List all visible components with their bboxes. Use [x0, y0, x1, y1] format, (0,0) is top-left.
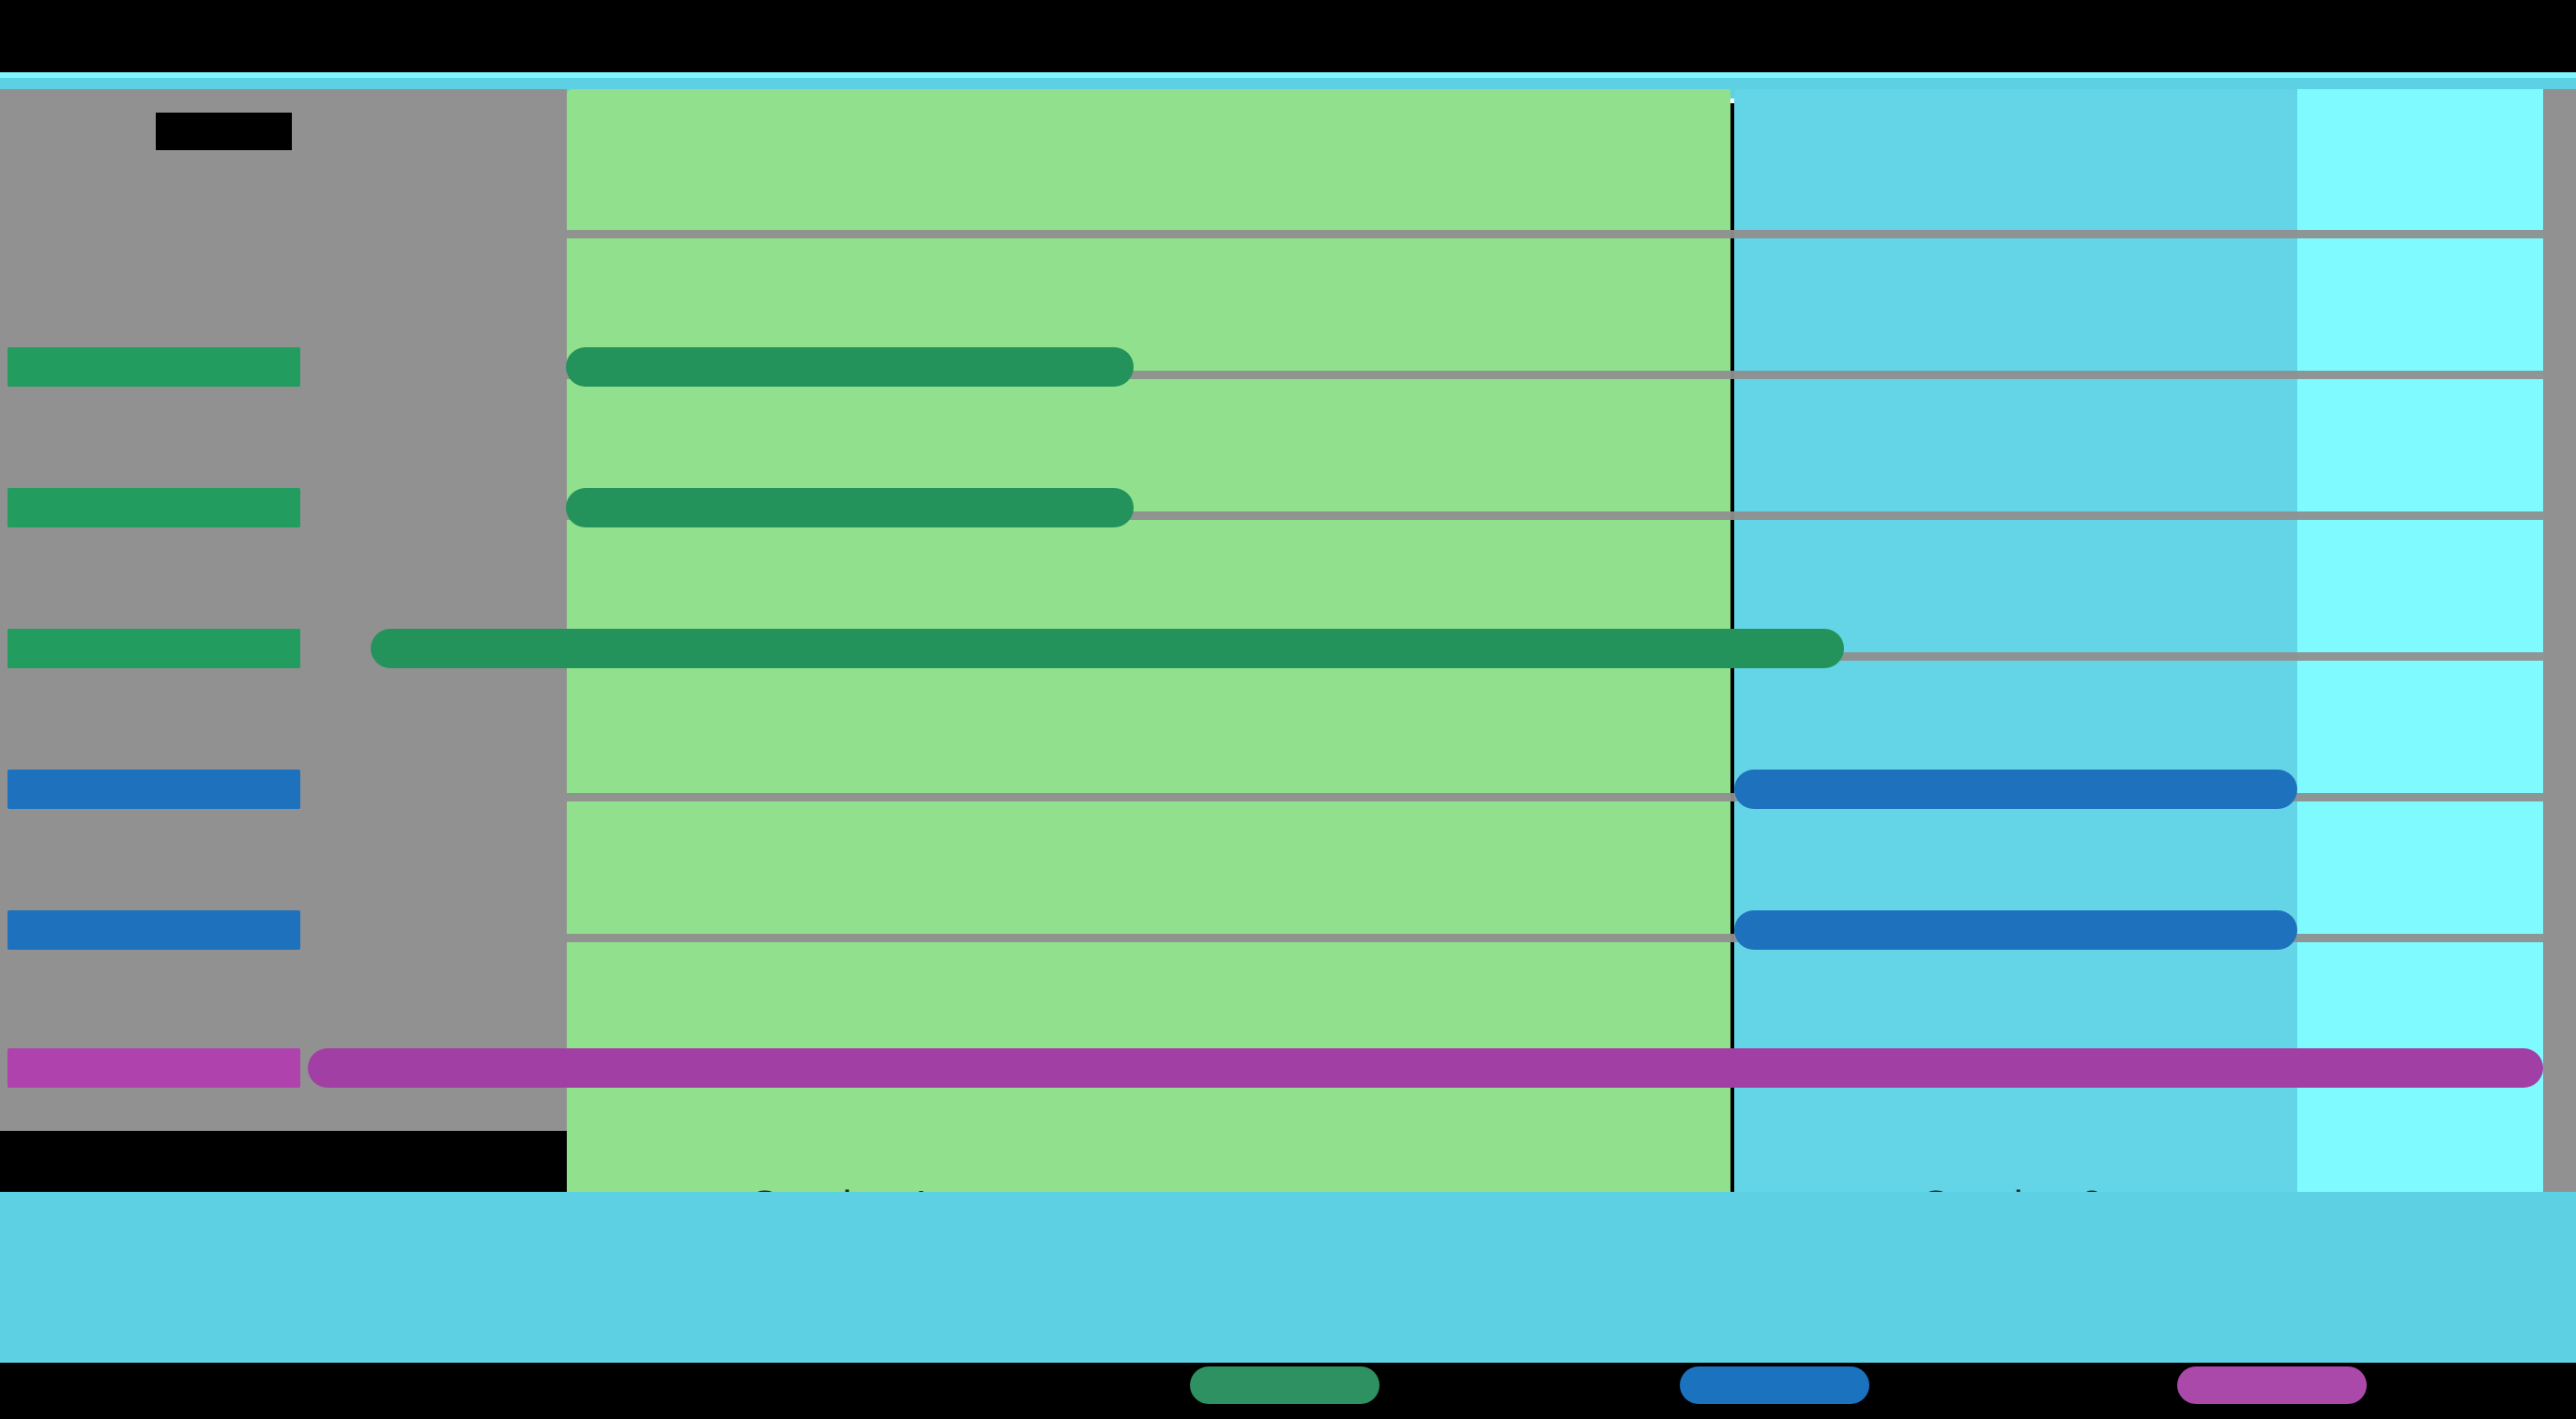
post-session-band	[2297, 89, 2543, 1192]
gridline-0	[567, 230, 2543, 238]
legend-swatch-blue	[1680, 1366, 1869, 1404]
gridline-2	[567, 511, 2543, 520]
task-bar[interactable]	[308, 1048, 2543, 1088]
bottom-panel	[0, 1192, 2576, 1363]
gantt-plot-area: [redacted] [redacted] [redacted] [redact…	[0, 89, 2576, 1228]
task-bar[interactable]	[1734, 910, 2297, 950]
right-margin-panel	[2543, 89, 2576, 1192]
task-bar[interactable]	[566, 347, 1134, 387]
gridline-4	[567, 793, 2543, 801]
task-bar[interactable]	[371, 629, 1844, 668]
gridline-5	[567, 934, 2543, 942]
top-accent-strip-light	[0, 72, 2576, 78]
legend-swatch-magenta	[2177, 1366, 2367, 1404]
gridline-1	[567, 371, 2543, 379]
legend-swatch-green	[1190, 1366, 1379, 1404]
row-label-0[interactable]: [redacted]	[8, 347, 300, 387]
row-label-1[interactable]: [redacted]	[8, 488, 300, 527]
row-label-2[interactable]: [redacted]	[8, 629, 300, 668]
column-header-redacted: [redacted]	[156, 113, 292, 150]
row-label-3[interactable]: [redacted]	[8, 770, 300, 809]
row-label-5[interactable]: [redacted]	[8, 1048, 300, 1088]
task-bar[interactable]	[1734, 770, 2297, 809]
chart-legend: [redacted] [redacted] [redacted]	[0, 1363, 2576, 1419]
task-bar[interactable]	[566, 488, 1134, 527]
row-label-4[interactable]: [redacted]	[8, 910, 300, 950]
